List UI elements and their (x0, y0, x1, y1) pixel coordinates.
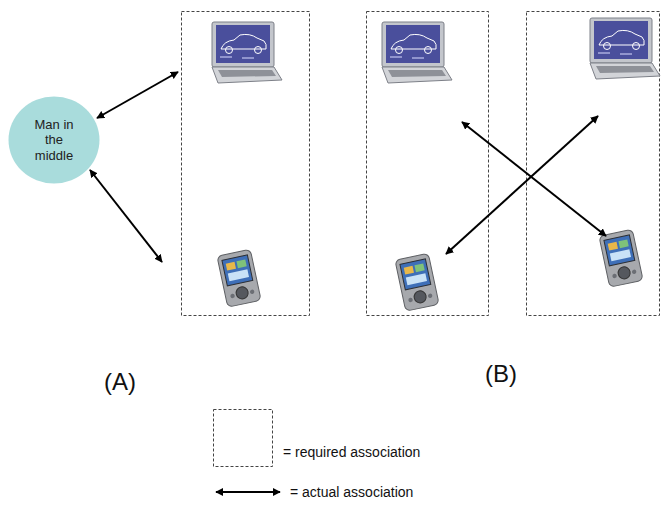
legend-text: = actual association (290, 484, 413, 500)
attacker-ellipse: Man in the middle (8, 96, 100, 184)
association-arrow (97, 72, 178, 118)
laptop-icon (212, 22, 282, 83)
laptop-icon (382, 22, 452, 83)
laptop-icon (590, 18, 660, 79)
association-arrow (446, 116, 598, 254)
association-arrow (90, 170, 162, 262)
ellipse-fill (9, 97, 100, 184)
legend-actual-sample (216, 491, 280, 493)
panel-label: (A) (104, 368, 136, 396)
pda-icon (395, 253, 439, 311)
pda-icon (599, 229, 643, 287)
panel-label: (B) (485, 360, 517, 388)
required-box (182, 12, 310, 316)
node-label: Man in the middle (25, 117, 83, 164)
legend-required-sample (214, 410, 273, 467)
required-box (367, 12, 489, 316)
pda-icon (217, 249, 261, 307)
legend-text: = required association (283, 444, 420, 460)
